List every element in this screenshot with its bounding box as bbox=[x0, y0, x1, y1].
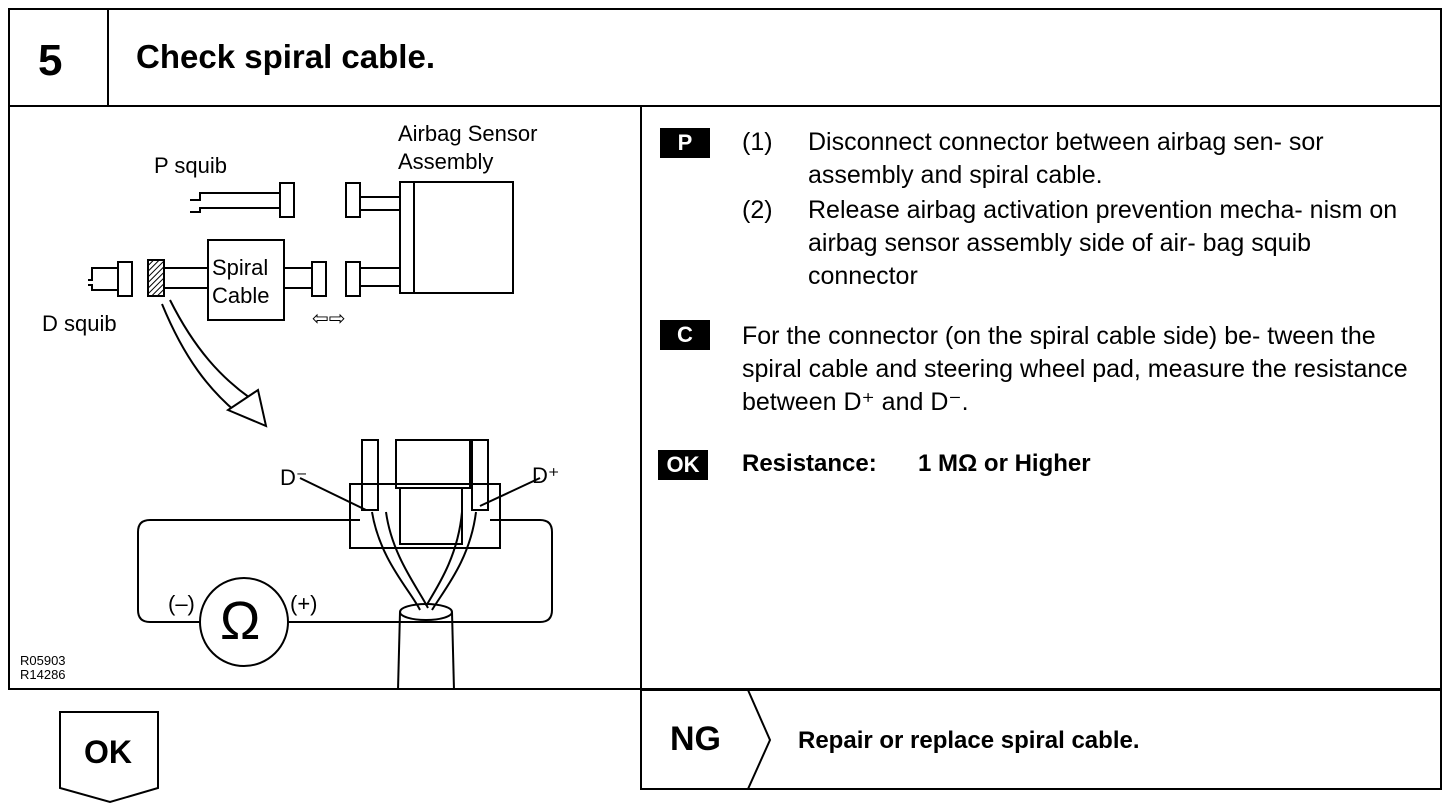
ohm-icon: Ω bbox=[220, 591, 261, 651]
ng-action-text: Repair or replace spiral cable. bbox=[798, 727, 1140, 754]
tag-ok: OK bbox=[658, 450, 708, 480]
resistance-value: 1 MΩ or Higher bbox=[918, 450, 1091, 477]
check-text: For the connector (on the spiral cable s… bbox=[742, 322, 1408, 416]
minus-terminal-label: (–) bbox=[168, 591, 195, 616]
figure-codes: R05903 R14286 bbox=[20, 653, 66, 682]
page-title: Check spiral cable. bbox=[136, 38, 435, 75]
tag-p: P bbox=[660, 128, 710, 158]
step1-number: (1) bbox=[742, 128, 773, 156]
arrows-icon: ⇦⇨ bbox=[312, 308, 346, 330]
ng-result-label: NG bbox=[670, 720, 721, 758]
plus-terminal-label: (+) bbox=[290, 591, 318, 616]
step2-number: (2) bbox=[742, 196, 773, 224]
resistance-label: Resistance: bbox=[742, 450, 877, 477]
d-plus-label: D⁺ bbox=[532, 463, 560, 488]
ok-result-label: OK bbox=[84, 734, 132, 770]
p-squib-label: P squib bbox=[154, 153, 227, 178]
tag-c: C bbox=[660, 320, 710, 350]
step-number: 5 bbox=[38, 36, 63, 85]
wiring-diagram bbox=[88, 181, 553, 690]
header-divider bbox=[107, 8, 109, 107]
spiral-cable-label: Spiral Cable bbox=[212, 255, 270, 308]
d-squib-label: D squib bbox=[42, 311, 117, 336]
step2-text: Release airbag activation prevention mec… bbox=[808, 196, 1398, 290]
step1-text: Disconnect connector between airbag sen-… bbox=[808, 128, 1324, 189]
d-minus-label: D⁻ bbox=[280, 465, 308, 490]
airbag-sensor-label: Airbag Sensor Assembly bbox=[398, 121, 538, 174]
